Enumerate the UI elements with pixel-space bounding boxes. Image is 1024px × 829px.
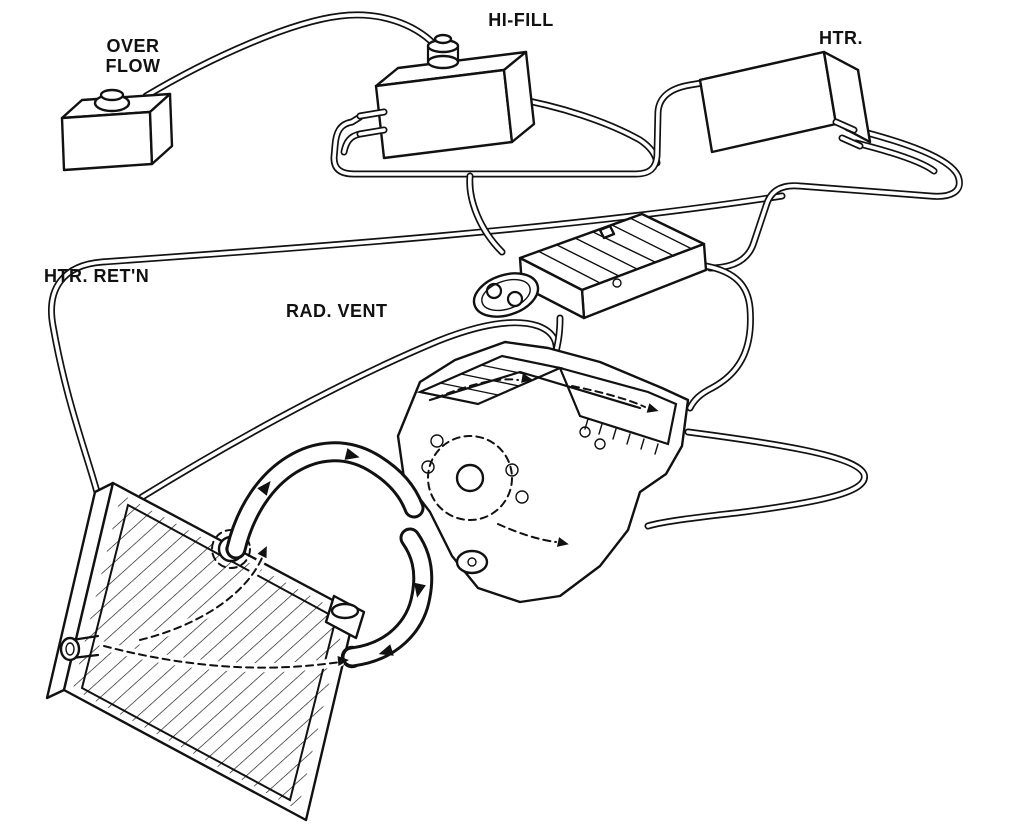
manifold-tab	[598, 224, 616, 240]
overflow-label-line1: OVER	[106, 36, 159, 56]
radiator-core-frame	[80, 503, 338, 802]
engine-flow-dash-left	[435, 378, 519, 399]
overflow-tank	[60, 88, 174, 172]
overflow-cap	[99, 88, 125, 102]
water-pump-hub	[455, 463, 485, 493]
manifold-bore-2	[506, 290, 524, 308]
hifill-nipples	[356, 108, 388, 138]
radiator-core-hatch	[73, 494, 346, 810]
engine-right-bank-ticks	[584, 418, 659, 455]
hifill-right-tube	[508, 94, 661, 167]
radiator-flow-arc	[139, 557, 263, 641]
heater-return-label: HTR. RET'N	[44, 266, 149, 286]
arrow-engine-right	[646, 403, 659, 413]
hifill-cap	[426, 33, 460, 70]
lower-radiator-hose	[341, 527, 434, 668]
radiator-cap	[324, 594, 366, 640]
engine-block	[396, 340, 690, 604]
hifill-tank	[356, 33, 536, 160]
radiator-vent-tube	[138, 319, 560, 501]
manifold-to-engine-loop-tube	[686, 262, 754, 412]
heater-nipples	[832, 118, 864, 150]
engine-boss-6	[594, 438, 606, 450]
heater-box	[698, 50, 872, 154]
radiator	[45, 481, 366, 822]
arrow-upper-hose-2	[344, 448, 360, 460]
engine-boss-1	[430, 434, 444, 448]
manifold-bore-1	[485, 282, 503, 300]
arrow-upper-hose-1	[257, 480, 271, 496]
arrow-lower-hose-2	[378, 644, 394, 656]
hifill-label: HI-FILL	[488, 10, 553, 30]
overflow-right-face	[148, 92, 174, 166]
arrow-radiator-arc	[257, 546, 267, 559]
arrow-lower-hose-1	[414, 582, 426, 598]
water-pump-dashed-circle	[427, 435, 513, 521]
engine-boss-2	[421, 460, 435, 474]
upper-radiator-hose	[225, 441, 425, 560]
arrow-engine-left	[521, 373, 533, 383]
flow-arrows	[257, 373, 659, 666]
engine-valley-ridge	[428, 370, 642, 410]
manifold-opening-inner	[481, 278, 531, 312]
hifill-loop-tube	[330, 79, 706, 178]
engine-flow-dash-right	[571, 385, 646, 408]
arrow-radiator-internal	[337, 656, 349, 666]
hifill-right-face	[502, 50, 536, 144]
engine-boss-3	[505, 463, 519, 477]
labels: OVER FLOW HI-FILL HTR. HTR. RET'N RAD. V…	[44, 10, 863, 321]
engine-pulley-center	[467, 557, 477, 567]
engine-flow-dash-lower	[497, 523, 557, 543]
heater-front-face	[698, 50, 838, 154]
engine-silhouette	[396, 340, 690, 604]
manifold-port	[612, 278, 622, 288]
manifold-fins	[537, 217, 693, 284]
radiator-internal-hose	[103, 645, 341, 669]
radiator-filler-neck	[59, 634, 100, 662]
engine-boss-4	[515, 490, 529, 504]
arrow-engine-lower	[556, 537, 569, 547]
overflow-label-line2: FLOW	[106, 56, 161, 76]
hifill-front-face	[374, 68, 514, 160]
loop-to-manifold-tube	[466, 172, 506, 256]
intake-manifold	[472, 212, 708, 320]
engine-pulley	[455, 549, 489, 575]
engine-right-bank	[558, 366, 678, 446]
overflow-front-face	[60, 110, 154, 172]
engine-right-loop-tube	[644, 428, 868, 530]
rad-vent-label: RAD. VENT	[286, 301, 388, 321]
engine-boss-5	[579, 426, 591, 438]
heater-label: HTR.	[819, 28, 863, 48]
overflow-to-hifill-tube	[142, 11, 438, 100]
heater-supply-tube	[706, 124, 963, 272]
